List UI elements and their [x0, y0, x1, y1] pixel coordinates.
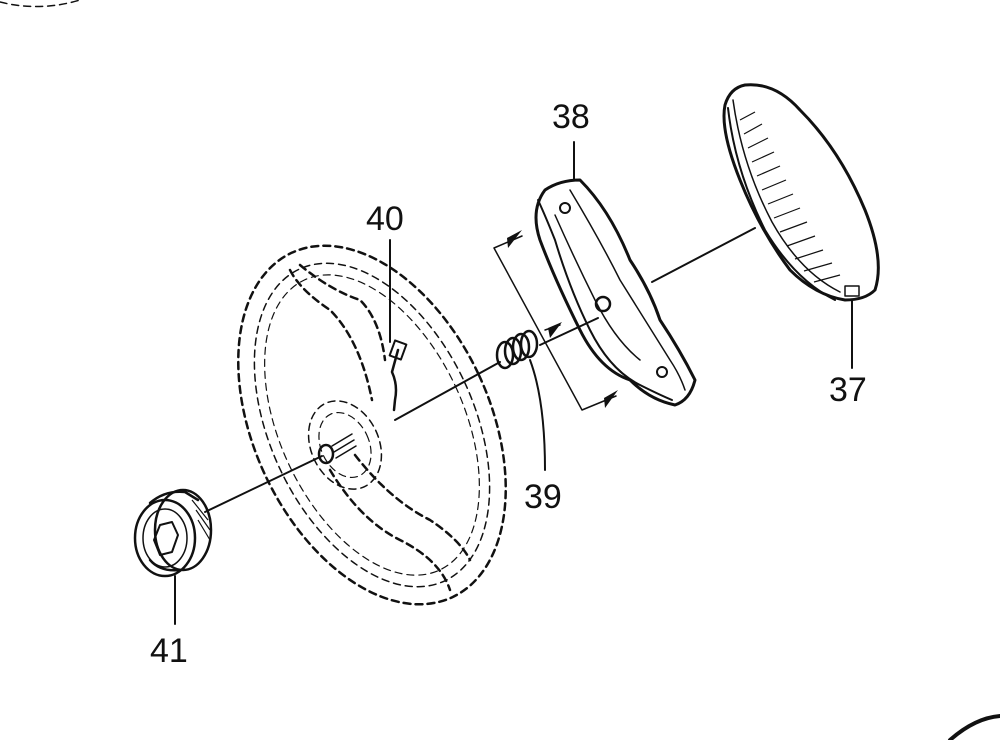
partial-circle-top-left — [0, 0, 81, 8]
callout-38: 38 — [552, 98, 590, 136]
part-39-spring — [495, 329, 539, 370]
part-37-cover — [722, 83, 880, 302]
callout-37: 37 — [829, 371, 867, 409]
partial-circle-bottom-right — [948, 714, 1000, 740]
mounting-bracket-arrows — [493, 230, 618, 411]
callout-39: 39 — [524, 478, 562, 516]
part-41-hub — [133, 488, 213, 578]
callout-41: 41 — [150, 632, 188, 670]
steering-wheel-outline — [237, 244, 507, 606]
part-38-housing — [534, 178, 697, 407]
callout-40: 40 — [366, 200, 404, 238]
part-40-connector — [388, 239, 408, 412]
leader-39 — [529, 359, 546, 471]
assembly-axis — [204, 227, 756, 513]
